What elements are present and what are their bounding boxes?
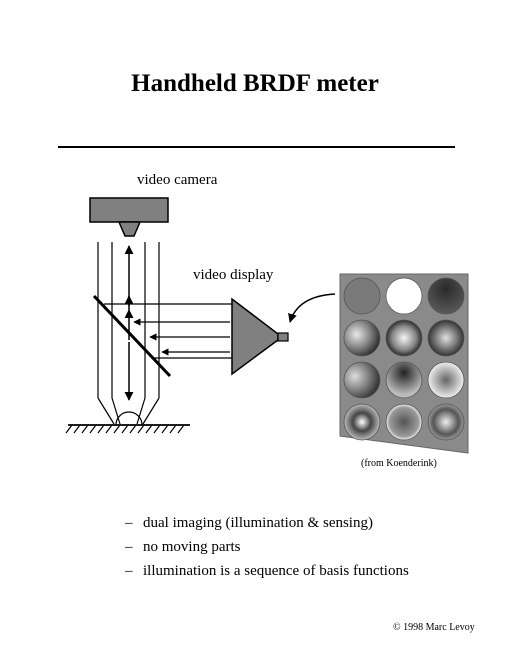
sphere-image [343, 361, 381, 399]
video-display [231, 297, 279, 376]
bullet-item: –no moving parts [125, 539, 241, 555]
sphere-image [385, 361, 423, 399]
beam-splitter [92, 294, 172, 378]
sphere-image [343, 403, 381, 441]
video-display-label: video display [193, 267, 274, 283]
display-neck [277, 332, 289, 342]
sphere-image [427, 403, 465, 441]
sphere-image [343, 319, 381, 357]
sphere-image [385, 403, 423, 441]
sphere-image [427, 361, 465, 399]
sample-surface [65, 411, 190, 434]
sphere-image [385, 319, 423, 357]
sphere-image [427, 319, 465, 357]
display-rays [104, 303, 232, 359]
title-rule [58, 146, 455, 148]
sphere-grid [343, 277, 465, 441]
sphere-image-panel [339, 273, 469, 454]
copyright: © 1998 Marc Levoy [393, 622, 475, 633]
sphere-image [427, 277, 465, 315]
page-title: Handheld BRDF meter [131, 70, 379, 97]
sphere-image [385, 277, 423, 315]
image-credit: (from Koenderink) [361, 458, 437, 469]
camera-body [89, 197, 169, 223]
bullet-item: –illumination is a sequence of basis fun… [125, 563, 409, 579]
optical-rays [97, 242, 160, 425]
video-camera-label: video camera [137, 172, 218, 188]
curved-arrow [288, 293, 336, 323]
sphere-image [343, 277, 381, 315]
bullet-list: –dual imaging (illumination & sensing) –… [125, 511, 409, 583]
camera-lens [117, 221, 142, 237]
bullet-item: –dual imaging (illumination & sensing) [125, 515, 373, 531]
